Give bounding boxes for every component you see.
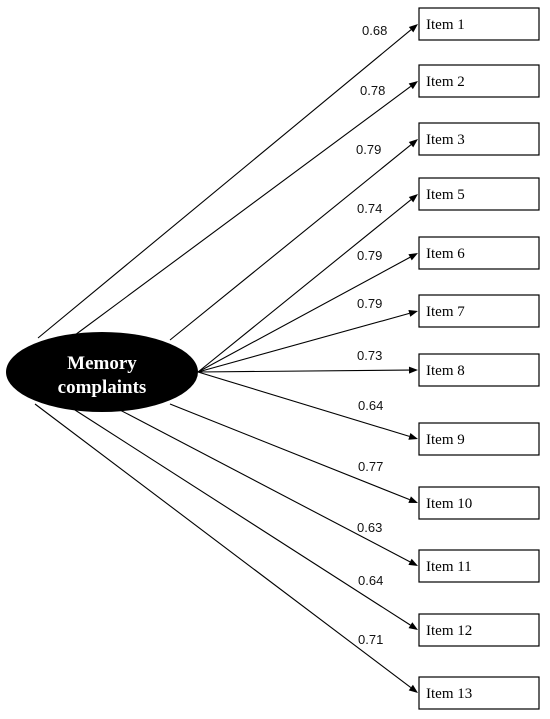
- item-box-rect: [418, 549, 540, 583]
- item-box-12: Item 13: [418, 676, 540, 710]
- path-arrow-4: [197, 199, 412, 373]
- arrow-head-8: [408, 433, 418, 440]
- item-label: Item 7: [426, 304, 465, 320]
- item-box-6: Item 7: [418, 294, 540, 328]
- path-arrow-5: [197, 256, 411, 373]
- item-box-8: Item 9: [418, 422, 540, 456]
- arrow-head-9: [408, 496, 418, 503]
- item-box-rect: [418, 122, 540, 156]
- path-arrow-3: [169, 144, 412, 341]
- item-box-rect: [418, 486, 540, 520]
- factor-node: Memory complaints: [6, 332, 198, 412]
- item-box-rect: [418, 676, 540, 710]
- loading-value-7: 0.73: [357, 348, 382, 363]
- item-label: Item 1: [426, 17, 465, 33]
- item-box-rect: [418, 64, 540, 98]
- loading-paths: [34, 24, 418, 693]
- item-label: Item 3: [426, 132, 465, 148]
- loading-value-3: 0.79: [356, 142, 381, 157]
- item-box-7: Item 8: [418, 353, 540, 387]
- item-label: Item 5: [426, 187, 465, 203]
- loading-value-10: 0.63: [357, 520, 382, 535]
- path-arrow-12: [34, 403, 412, 689]
- item-box-rect: [418, 353, 540, 387]
- path-arrow-8: [197, 371, 410, 437]
- arrow-head-5: [408, 253, 418, 261]
- loading-value-12: 0.71: [358, 632, 383, 647]
- path-arrow-10: [119, 409, 411, 563]
- path-arrow-1: [37, 29, 412, 339]
- item-box-rect: [418, 294, 540, 328]
- loading-value-9: 0.77: [358, 459, 383, 474]
- path-arrow-9: [169, 403, 410, 501]
- item-label: Item 10: [426, 496, 472, 512]
- item-label: Item 13: [426, 686, 472, 702]
- path-arrow-2: [74, 85, 412, 336]
- item-label: Item 12: [426, 623, 472, 639]
- loading-value-1: 0.68: [362, 23, 387, 38]
- path-arrow-11: [74, 409, 411, 626]
- item-box-rect: [418, 7, 540, 41]
- item-boxes: Item 1 Item 2 Item 3 Item 5 Item 6 Item 7 Item…: [418, 7, 540, 710]
- item-box-rect: [418, 422, 540, 456]
- loading-value-6: 0.79: [357, 296, 382, 311]
- arrow-head-2: [408, 81, 418, 90]
- factor-label-line1: Memory: [67, 353, 137, 374]
- loading-value-2: 0.78: [360, 83, 385, 98]
- item-label: Item 9: [426, 432, 465, 448]
- item-box-4: Item 5: [418, 177, 540, 211]
- loading-value-11: 0.64: [358, 573, 383, 588]
- arrow-head-1: [408, 24, 418, 33]
- item-box-rect: [418, 177, 540, 211]
- item-label: Item 11: [426, 559, 472, 575]
- loading-value-5: 0.79: [357, 248, 382, 263]
- loading-value-8: 0.64: [358, 398, 383, 413]
- item-box-10: Item 11: [418, 549, 540, 583]
- arrow-head-6: [408, 310, 418, 317]
- item-box-9: Item 10: [418, 486, 540, 520]
- arrow-head-7: [408, 366, 418, 374]
- arrow-head-3: [408, 139, 418, 148]
- loading-value-4: 0.74: [357, 201, 382, 216]
- item-box-11: Item 12: [418, 613, 540, 647]
- item-box-rect: [418, 236, 540, 270]
- item-box-rect: [418, 613, 540, 647]
- factor-ellipse: [6, 332, 198, 412]
- item-label: Item 6: [426, 246, 465, 262]
- arrow-head-4: [408, 194, 418, 203]
- path-arrow-6: [197, 312, 410, 373]
- arrow-head-11: [408, 622, 418, 630]
- arrow-head-10: [408, 558, 418, 566]
- path-arrow-7: [197, 369, 410, 373]
- item-box-5: Item 6: [418, 236, 540, 270]
- item-box-3: Item 3: [418, 122, 540, 156]
- loading-labels: 0.68 0.78 0.79 0.74 0.79 0.79 0.73 0.64 0.77 0.63…: [356, 23, 387, 647]
- item-label: Item 2: [426, 74, 465, 90]
- factor-label-line2: complaints: [58, 377, 147, 398]
- item-label: Item 8: [426, 363, 465, 379]
- item-box-1: Item 1: [418, 7, 540, 41]
- arrow-head-12: [408, 684, 418, 693]
- item-box-2: Item 2: [418, 64, 540, 98]
